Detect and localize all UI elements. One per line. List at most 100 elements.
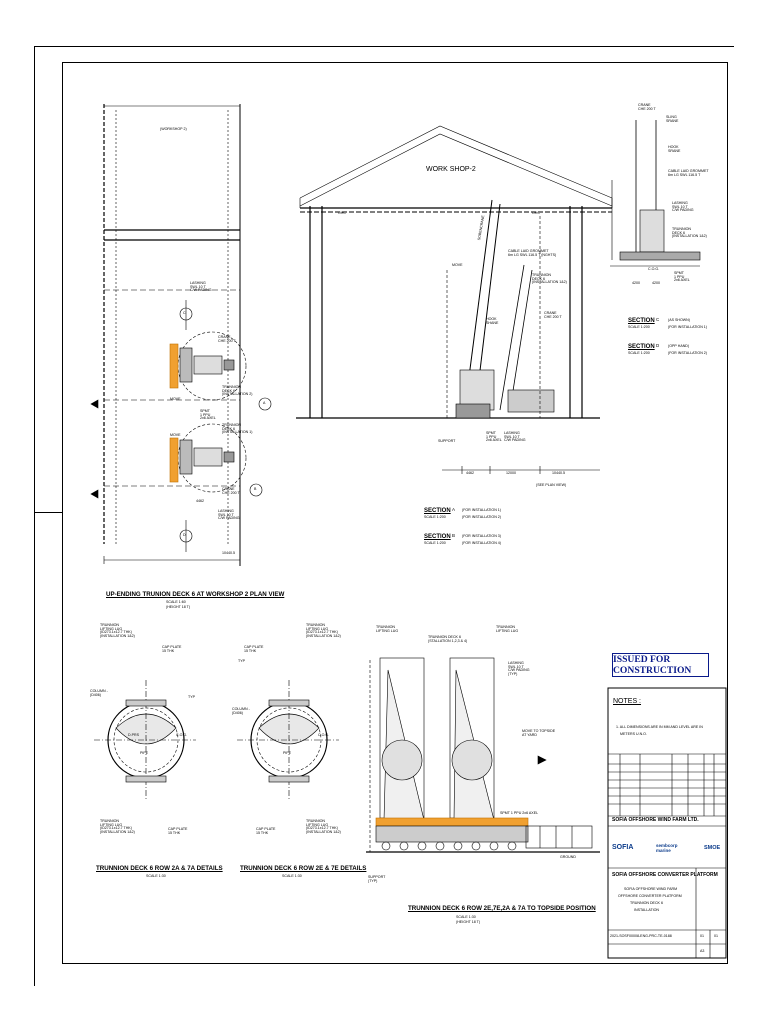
detail1-scale: SCALE 1:30 xyxy=(146,874,166,878)
detail1-cap-bottom: CAP PLATE 15 THK xyxy=(168,827,188,835)
detail2-typ: TYP xyxy=(238,659,245,663)
transport-ground: GROUND xyxy=(560,855,576,859)
workshop-cable-label: CABLE LAID GROMMET 6m LG SWL 116.5 T (NG… xyxy=(508,249,557,257)
section-d-scale: SCALE 1:200 xyxy=(628,351,650,355)
section-d-note: (OPP HAND) xyxy=(668,344,690,348)
detail1-typ: TYP xyxy=(188,695,195,699)
side-cable-label: CABLE LAID GROMMET 6m LG SWL 116.5 T xyxy=(668,169,709,177)
detail1-column-label: COLUMN - (D406) xyxy=(90,689,108,697)
sheet-edge-tick xyxy=(34,512,62,513)
side-hook-label: HOOK SRANE xyxy=(668,145,681,153)
plan-view-scale: SCALE 1:60 xyxy=(166,600,186,604)
section-a-note2: (FOR INSTALLATION 2) xyxy=(462,515,502,519)
titleblock-desc-2: OFFSHORE CONVERTER PLATFORM xyxy=(618,894,682,898)
section-a-scale: SCALE 1:200 xyxy=(424,515,446,519)
workshop-move-label: MOVE xyxy=(452,263,463,267)
plan-spmt-label: SPMT 1 PPU 2x6 AXEL xyxy=(200,409,216,421)
transport-lashing: LASHING SWL 10 T C/W PADING (TYP) xyxy=(508,661,530,676)
notes-line-1: 1. ALL DIMENSIONS ARE IN MM AND LEVEL AR… xyxy=(616,725,703,729)
section-b-scale: SCALE 1:200 xyxy=(424,541,446,545)
section-a-note: (FOR INSTALLATION 1) xyxy=(462,508,502,512)
detail1-cog: C.O.G. xyxy=(176,733,188,737)
detail2-column-label: COLUMN - (D406) xyxy=(232,707,250,715)
detail1-title: TRUNNION DECK 6 ROW 2A & 7A DETAILS xyxy=(96,865,223,872)
titleblock-desc-1: SOFIA OFFSHORE WIND FARM xyxy=(624,887,678,891)
section-c-word: SECTION xyxy=(628,318,655,324)
section-d-mark: D xyxy=(656,343,660,348)
section-c-mark: C xyxy=(656,317,660,322)
detail2-cap-bottom: CAP PLATE 15 THK xyxy=(256,827,276,835)
section-b-note2: (FOR INSTALLATION 4) xyxy=(462,541,502,545)
workshop-ohc-right: OHC xyxy=(532,211,540,215)
detail1-lug-label: TRUNNION LIFTING LUG (ID273.1x12.7 THK) … xyxy=(100,623,135,638)
side-lashing-label: LASHING SWL 10 T C/W PADING xyxy=(672,201,694,213)
workshop-spmt-label: SPMT 1 PPU 2x6 AXEL xyxy=(486,431,502,443)
workshop-crane-label: CRANE CHE 200 T xyxy=(544,311,562,319)
plan-move-label-2: MOVE xyxy=(170,433,181,437)
titleblock-drawing-no: 2021-SOSF00008-ENG-PRC-TE-0188 xyxy=(610,934,672,938)
side-sling-label: SLING SRANE xyxy=(666,115,679,123)
plan-move-label: MOVE xyxy=(170,397,181,401)
workshop-support-label: SUPPORT xyxy=(438,439,456,443)
detail2-pipe: PIPE xyxy=(283,751,292,755)
workshop-see-plan: (SEE PLAN VIEW) xyxy=(536,483,567,487)
detail1-lug-bottom: TRUNNION LIFTING LUG (ID273.1x12.7 THK) … xyxy=(100,819,135,834)
section-b-word: SECTION xyxy=(424,534,451,540)
section-d-word: SECTION xyxy=(628,344,655,350)
workshop-dim-1: 4462 xyxy=(466,471,474,475)
sheet-outer-left-line xyxy=(34,46,35,986)
workshop-title: WORK SHOP-2 xyxy=(426,166,476,173)
section-c-note: (AS SHOWN) xyxy=(668,318,690,322)
workshop-hook-label: HOOK SHANE xyxy=(486,317,499,325)
section-b-note: (FOR INSTALLATION 3) xyxy=(462,534,502,538)
sheet-outer-top-line xyxy=(34,46,734,47)
section-a-mark: A xyxy=(452,507,456,512)
side-trunnion-label: TRUNNION DECK 6 (INSTALLATION 1&2) xyxy=(672,227,707,239)
detail2-lug-bottom: TRUNNION LIFTING LUG (ID273.1x12.7 THK) … xyxy=(306,819,341,834)
plan-crane-label-2: CRANE CHE 200 T xyxy=(222,487,240,495)
plan-crane-label: CRANE CHE 200 T xyxy=(218,335,236,343)
plan-marker-d: D xyxy=(183,533,186,537)
side-cog: C.O.G. xyxy=(648,267,660,271)
transport-deck-label: TRUNNION DECK 6 (STALLATION 1,2,3 & 4) xyxy=(428,635,468,643)
transport-scale: SCALE 1:30 xyxy=(456,915,476,919)
detail1-prs: D.PRS xyxy=(128,733,139,737)
detail1-cap-label: CAP PLATE 15 THK xyxy=(162,645,182,653)
detail2-lug-label: TRUNNION LIFTING LUG (ID273.1x12.7 THK) … xyxy=(306,623,341,638)
workshop-ohc-left: OHC xyxy=(338,211,346,215)
side-spmt-label: SPMT 1 PPU 2x6 AXEL xyxy=(674,271,690,283)
transport-spmt: SPMT 1 PPU 2x6 AXEL xyxy=(500,811,539,815)
plan-lashing-label-2: LASHING SWL 10 T C/W PADING xyxy=(218,509,240,521)
detail1-pipe: PIPE xyxy=(140,751,149,755)
drawing-frame xyxy=(62,62,728,964)
workshop-dim-2: 12000 xyxy=(506,471,516,475)
plan-marker-a: A xyxy=(263,401,266,405)
transport-height: (HEIGHT 18 T) xyxy=(456,920,481,924)
workshop-dim-3: 10440.5 xyxy=(552,471,565,475)
detail2-cog: C.O.G. xyxy=(318,733,330,737)
detail2-title: TRUNNION DECK 6 ROW 2E & 7E DETAILS xyxy=(240,865,367,872)
transport-support: SUPPORT (TYP) xyxy=(368,875,386,883)
section-c-note2: (FOR INSTALLATION 1) xyxy=(668,325,708,329)
transport-lug-1: TRUNNION LIFTING LUG xyxy=(376,625,399,633)
titleblock-project: SOFIA OFFSHORE CONVERTER PLATFORM xyxy=(612,872,718,878)
plan-marker-b: B xyxy=(254,487,257,491)
plan-dim-2: 4462 xyxy=(196,499,204,503)
plan-trunnion-inst2: TRUNNION DECK 6 (INSTALLATION 2) xyxy=(222,385,253,397)
titleblock-rev: 01 xyxy=(700,934,704,938)
section-d-note2: (FOR INSTALLATION 2) xyxy=(668,351,708,355)
notes-heading: NOTES : xyxy=(613,698,642,705)
plan-view-height: (HEIGHT 18 T) xyxy=(166,605,191,609)
titleblock-client: SOFIA OFFSHORE WIND FARM LTD. xyxy=(612,817,699,823)
issued-for-construction-stamp: ISSUED FOR CONSTRUCTION xyxy=(612,653,709,677)
side-dim-2: 4200 xyxy=(652,281,660,285)
section-a-word: SECTION xyxy=(424,508,451,514)
titleblock-desc-4: INSTALLATION xyxy=(634,908,660,912)
notes-line-2: METERS U.N.O. xyxy=(620,732,647,736)
titleblock-sheet: 01 xyxy=(714,934,718,938)
plan-lashing-label: LASHING SWL 10 T C/W PADING xyxy=(190,281,212,293)
section-b-mark: B xyxy=(452,533,456,538)
side-dim-1: 4200 xyxy=(632,281,640,285)
plan-trunnion-inst1: TRUNNION DECK 6 (INSTALLATION 1) xyxy=(222,423,253,435)
